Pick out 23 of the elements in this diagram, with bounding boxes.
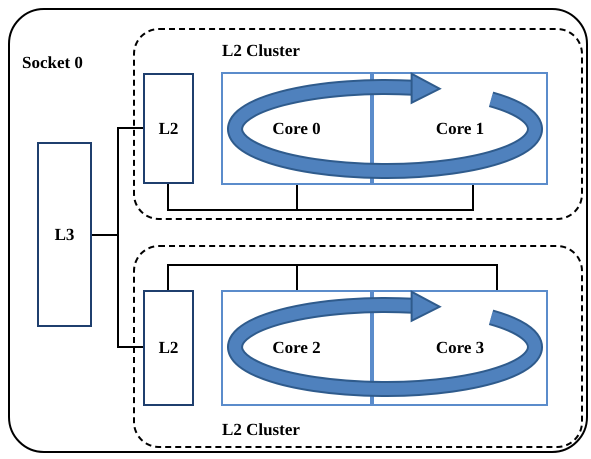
- core-box: [221, 72, 372, 185]
- cache-box: [143, 290, 194, 406]
- node-label: Core 0: [272, 118, 321, 140]
- cluster-group: [133, 245, 583, 448]
- cache-box: [143, 73, 194, 184]
- node-label: Core 3: [436, 337, 484, 360]
- cluster-group: [133, 28, 583, 220]
- cache-box: [37, 142, 92, 327]
- core-box: [372, 72, 548, 185]
- node-label: Core 1: [436, 118, 484, 140]
- connector-line: [167, 184, 474, 211]
- node-label: Socket 0: [22, 52, 83, 74]
- node-label: L2 Cluster: [222, 40, 300, 62]
- node-label: L2: [158, 118, 178, 140]
- socket-container: [8, 8, 588, 453]
- node-label: L3: [54, 224, 74, 246]
- core-box: [372, 290, 548, 406]
- node-label: L2 Cluster: [222, 418, 300, 440]
- connector-line: [167, 264, 498, 290]
- node-label: Core 2: [272, 337, 321, 360]
- core-box: [221, 290, 372, 406]
- connector-line: [92, 234, 143, 348]
- node-label: L2: [158, 337, 178, 360]
